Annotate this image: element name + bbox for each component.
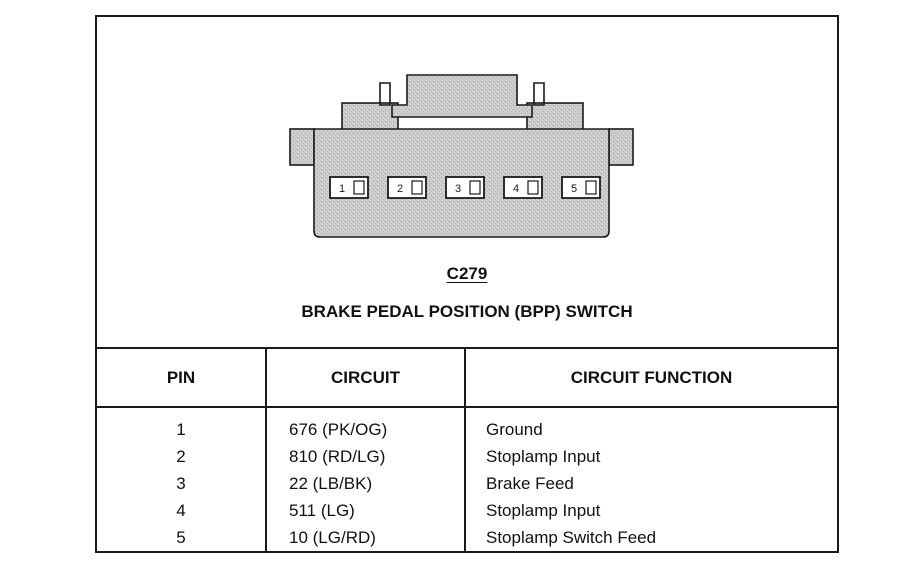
diagram-frame: 1 2 3 4 5 C279 BRAKE PEDAL POSITION (BPP) SW… bbox=[95, 15, 839, 553]
connector-id: C279 bbox=[446, 264, 488, 283]
connector-right-shoulder bbox=[526, 102, 584, 132]
pin-number-label: 3 bbox=[455, 183, 461, 195]
cell-function: Brake Feed bbox=[464, 470, 837, 497]
table-row: 1 676 (PK/OG) Ground bbox=[97, 407, 837, 443]
cell-pin: 3 bbox=[176, 473, 186, 493]
cell-function: Ground bbox=[464, 407, 837, 443]
cell-pin: 4 bbox=[176, 500, 186, 520]
pin-cavity-3 bbox=[445, 176, 485, 199]
pin-terminal-4 bbox=[527, 180, 539, 195]
pin-number-label: 1 bbox=[339, 183, 345, 195]
cell-pin: 5 bbox=[176, 527, 186, 547]
connector-right-ear bbox=[608, 128, 634, 166]
pin-terminal-2 bbox=[411, 180, 423, 195]
pin-number-label: 2 bbox=[397, 183, 403, 195]
cell-function: Stoplamp Input bbox=[464, 443, 837, 470]
pin-terminal-3 bbox=[469, 180, 481, 195]
cell-function: Stoplamp Input bbox=[464, 497, 837, 524]
pin-terminal-1 bbox=[353, 180, 365, 195]
table-row: 3 22 (LB/BK) Brake Feed bbox=[97, 470, 837, 497]
header-pin: PIN bbox=[97, 348, 266, 408]
connector-title: BRAKE PEDAL POSITION (BPP) SWITCH bbox=[301, 302, 633, 321]
cell-circuit: 10 (LG/RD) bbox=[265, 524, 465, 551]
cell-pin: 2 bbox=[176, 446, 186, 466]
connector-left-clip bbox=[379, 82, 391, 106]
pin-cavity-4 bbox=[503, 176, 543, 199]
pin-number-label: 5 bbox=[571, 183, 577, 195]
connector-right-clip bbox=[533, 82, 545, 106]
table-row: 2 810 (RD/LG) Stoplamp Input bbox=[97, 443, 837, 470]
pinout-table: PIN CIRCUIT CIRCUIT FUNCTION 1 676 (PK/O… bbox=[97, 347, 837, 551]
pin-cavity-2 bbox=[387, 176, 427, 199]
header-circuit: CIRCUIT bbox=[265, 348, 465, 408]
cell-pin: 1 bbox=[176, 419, 186, 439]
connector-left-ear bbox=[289, 128, 315, 166]
table-row: 5 10 (LG/RD) Stoplamp Switch Feed bbox=[97, 524, 837, 551]
pin-number-label: 4 bbox=[513, 183, 519, 195]
connector-drawing: 1 2 3 4 5 bbox=[289, 74, 634, 238]
pin-terminal-5 bbox=[585, 180, 597, 195]
cell-circuit: 511 (LG) bbox=[265, 497, 465, 524]
table-row: 4 511 (LG) Stoplamp Input bbox=[97, 497, 837, 524]
connector-face-view: 1 2 3 4 5 C279 BRAKE PEDAL POSITION (BPP) SW… bbox=[97, 17, 837, 347]
cell-circuit: 22 (LB/BK) bbox=[265, 470, 465, 497]
cell-function: Stoplamp Switch Feed bbox=[464, 524, 837, 551]
pin-cavity-1 bbox=[329, 176, 369, 199]
pin-cavity-5 bbox=[561, 176, 601, 199]
cell-circuit: 810 (RD/LG) bbox=[265, 443, 465, 470]
table-header-row: PIN CIRCUIT CIRCUIT FUNCTION bbox=[97, 348, 837, 408]
cell-circuit: 676 (PK/OG) bbox=[265, 407, 465, 443]
header-circuit-function: CIRCUIT FUNCTION bbox=[464, 348, 837, 408]
connector-left-shoulder bbox=[341, 102, 399, 132]
connector-latch bbox=[391, 74, 533, 118]
